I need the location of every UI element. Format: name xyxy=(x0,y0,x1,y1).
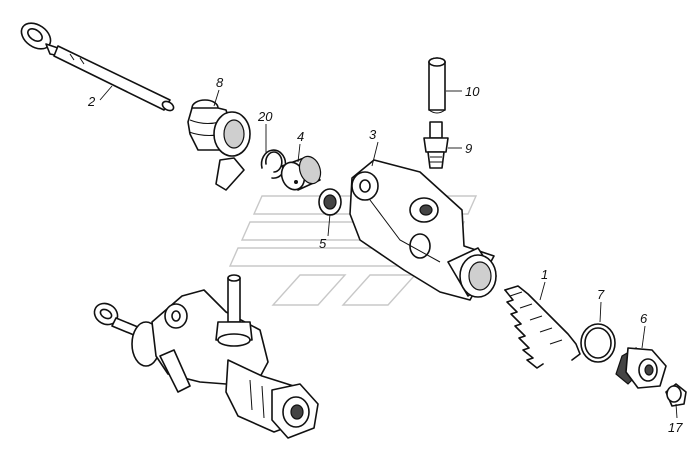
callout-labels: 2 8 20 4 3 10 9 5 1 7 6 17 xyxy=(87,75,683,435)
rubber-boot-part xyxy=(187,99,251,191)
callout-7: 7 xyxy=(597,287,605,302)
callout-17: 17 xyxy=(668,420,683,435)
plug-cap-part xyxy=(665,383,687,407)
nut-part xyxy=(615,347,667,389)
callout-8: 8 xyxy=(216,75,224,90)
callout-20: 20 xyxy=(257,109,273,124)
leader-lines xyxy=(99,85,678,419)
callout-2: 2 xyxy=(87,94,96,109)
callout-1: 1 xyxy=(541,267,548,282)
cylinder-body-part xyxy=(349,159,497,301)
callout-4: 4 xyxy=(297,129,304,144)
callout-9: 9 xyxy=(465,141,472,156)
sleeve-part xyxy=(428,57,446,114)
push-rod-part xyxy=(20,22,175,112)
retaining-ring-part xyxy=(260,149,287,179)
seal-part xyxy=(318,188,342,216)
callout-5: 5 xyxy=(319,236,327,251)
callout-3: 3 xyxy=(369,127,377,142)
assembled-cylinder xyxy=(93,274,319,439)
callout-6: 6 xyxy=(640,311,648,326)
fitting-part xyxy=(423,121,449,169)
spring-part xyxy=(504,285,581,369)
o-ring-part xyxy=(580,323,616,363)
piston-part xyxy=(280,155,322,191)
callout-10: 10 xyxy=(465,84,480,99)
